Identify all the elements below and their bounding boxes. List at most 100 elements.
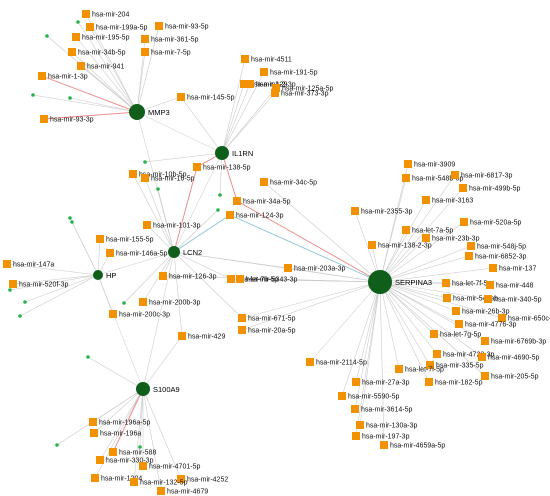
mirna-node[interactable]: hsa-mir-4723-3p (433, 350, 494, 359)
mirna-square-marker (236, 275, 244, 283)
mirna-node[interactable]: hsa-mir-138-2-3p (368, 241, 432, 250)
mirna-node[interactable]: hsa-mir-138-5p (193, 163, 251, 172)
gene-hub-il1rn[interactable]: IL1RN (215, 146, 253, 160)
mirna-node[interactable]: hsa-mir-129 (240, 80, 287, 89)
mirna-node[interactable]: hsa-mir-4679 (157, 487, 208, 496)
mirna-node[interactable]: hsa-mir-196a (90, 429, 141, 438)
gene-hub-lcn2[interactable]: LCN2 (168, 246, 202, 258)
mirna-node[interactable]: hsa-mir-361-5p (141, 35, 199, 44)
mirna-node[interactable]: hsa-mir-147a (3, 260, 54, 269)
mirna-node[interactable]: hsa-mir-10b-5p (129, 170, 187, 179)
mirna-node[interactable]: hsa-mir-132-5p (130, 478, 188, 487)
mirna-node[interactable]: hsa-mir-34b-5p (68, 48, 126, 57)
mirna-node[interactable]: hsa-mir-4690-5p (478, 353, 539, 362)
mirna-node[interactable]: hsa-mir-34a-5p (233, 197, 291, 206)
mirna-node[interactable]: hsa-mir-26b-3p (452, 307, 510, 316)
mirna-node[interactable]: hsa-mir-182-5p (425, 378, 483, 387)
mirna-node[interactable]: hsa-mir-191-5p (260, 68, 318, 77)
gene-hub-mmp3[interactable]: MMP3 (129, 104, 170, 120)
mirna-node[interactable]: hsa-mir-200b-3p (139, 298, 200, 307)
mirna-node[interactable]: hsa-mir-126-3p (159, 272, 217, 281)
interaction-edge (157, 188, 175, 253)
mirna-square-marker (193, 163, 201, 171)
mirna-node[interactable]: hsa-let-7f-5p (442, 279, 491, 288)
mirna-label: hsa-mir-191-5p (270, 70, 318, 77)
mirna-node[interactable]: hsa-mir-2355-3p (351, 207, 412, 216)
mirna-node[interactable]: hsa-let-7i-5p (395, 365, 444, 374)
mirna-node[interactable]: hsa-mir-93-5p (155, 22, 209, 31)
mirna-node[interactable]: hsa-mir-330-3p (96, 456, 154, 465)
mirna-node[interactable]: hsa-mir-340-5p (484, 295, 542, 304)
mirna-square-marker (91, 474, 99, 482)
mirna-node[interactable]: hsa-mir-6852-3p (465, 252, 526, 261)
mirna-node[interactable]: hsa-mir-7-5p (141, 48, 191, 57)
mirna-node[interactable]: hsa-mir-204 (82, 10, 129, 19)
mirna-node[interactable]: hsa-let-7g-5p (430, 330, 481, 339)
interaction-edge (287, 267, 381, 283)
mirna-node[interactable]: hsa-mir-130a-3p (356, 421, 417, 430)
mirna-node[interactable]: hsa-mir-6769b-3p (481, 337, 546, 346)
gene-hub-s100a9[interactable]: S100A9 (136, 382, 180, 396)
mirna-label: hsa-mir-4679 (167, 489, 208, 496)
gene-hub-serpina3[interactable]: SERPINA3 (368, 270, 432, 294)
mirna-node[interactable]: hsa-mir-548j-5p (467, 242, 526, 251)
mirna-node[interactable]: hsa-mir-93-3p (40, 115, 94, 124)
mirna-node[interactable]: hsa-mir-650c-3p (498, 314, 550, 323)
mirna-node[interactable]: hsa-mir-4701-5p (139, 462, 200, 471)
mirna-node[interactable]: hsa-mir-941 (77, 62, 124, 71)
mirna-node[interactable]: hsa-mir-205-5p (481, 372, 539, 381)
mirna-node[interactable]: hsa-mir-429 (178, 332, 225, 341)
mirna-node[interactable]: hsa-mir-124-3p (226, 211, 284, 220)
gene-circle-marker (129, 104, 145, 120)
mirna-node[interactable]: hsa-mir-4252 (177, 475, 228, 484)
mirna-node[interactable]: hsa-mir-5590-5p (338, 392, 399, 401)
mirna-node[interactable]: hsa-mir-196a-5p (89, 418, 150, 427)
mirna-node[interactable]: hsa-let-7b-5p (227, 275, 278, 284)
mirna-node[interactable]: hsa-mir-2114-5p (306, 358, 367, 367)
mirna-node[interactable]: hsa-mir-1-3p (38, 72, 88, 81)
mirna-square-marker (159, 272, 167, 280)
gene-hub-hp[interactable]: HP (93, 270, 116, 280)
mirna-node[interactable]: hsa-mir-199a-5p (86, 23, 147, 32)
mirna-node[interactable]: hsa-mir-335-5p (426, 361, 484, 370)
mirna-node[interactable]: hsa-mir-200c-3p (109, 310, 170, 319)
mirna-node[interactable]: hsa-mir-137 (489, 264, 536, 273)
mirna-node[interactable]: hsa-mir-520f-3p (9, 280, 69, 289)
mirna-node[interactable]: hsa-mir-548ab (443, 294, 498, 303)
mirna-node[interactable]: hsa-mir-588 (109, 448, 156, 457)
mirna-node[interactable]: hsa-mir-548b-5p (402, 174, 463, 183)
mirna-node[interactable]: hsa-mir-4659a-5p (380, 441, 445, 450)
interaction-edge (123, 251, 175, 304)
mirna-node[interactable]: hsa-mir-3614-5p (351, 405, 412, 414)
mirna-node[interactable]: hsa-mir-20a-5p (238, 326, 296, 335)
mirna-node[interactable]: hsa-mir-6817-3p (451, 171, 512, 180)
mirna-node[interactable]: hsa-mir-145-5p (177, 93, 235, 102)
mirna-node[interactable]: hsa-mir-16-5p (141, 174, 195, 183)
mirna-node[interactable]: hsa-mir-23b-3p (422, 234, 480, 243)
mirna-label: hsa-mir-126-3p (169, 274, 217, 281)
mirna-node[interactable]: hsa-mir-1204 (91, 474, 142, 483)
mirna-node[interactable]: hsa-mir-448 (486, 281, 533, 290)
mirna-node[interactable]: hsa-mir-5343-3p (236, 275, 297, 284)
interaction-edge (139, 388, 144, 448)
mirna-node[interactable]: hsa-mir-146a-5p (106, 249, 167, 258)
mirna-node[interactable]: hsa-mir-499b-5p (459, 184, 520, 193)
mirna-node[interactable]: hsa-mir-671-5p (238, 314, 296, 323)
mirna-node[interactable]: hsa-mir-197-3p (352, 432, 410, 441)
mirna-node[interactable]: hsa-mir-101-3p (143, 221, 201, 230)
mirna-node[interactable]: hsa-mir-34c-5p (260, 178, 317, 187)
mirna-node[interactable]: hsa-mir-203a-3p (284, 264, 345, 273)
mirna-node[interactable]: hsa-mir-125a-5p (272, 84, 333, 93)
mirna-node[interactable]: hsa-mir-4776-3p (455, 320, 516, 329)
mirna-square-marker (68, 48, 76, 56)
interaction-edge (173, 251, 243, 319)
mirna-node[interactable]: hsa-let-7a-5p (402, 226, 453, 235)
mirna-node[interactable]: hsa-mir-3163 (422, 196, 473, 205)
mirna-node[interactable]: hsa-mir-195-5p (72, 33, 130, 42)
mirna-node[interactable]: hsa-mir-27a-3p (352, 378, 410, 387)
mirna-node[interactable]: hsa-mir-520a-5p (460, 218, 521, 227)
mirna-node[interactable]: hsa-mir-4511 (241, 55, 292, 64)
mirna-node[interactable]: hsa-mir-373-3p (271, 89, 329, 98)
mirna-node[interactable]: hsa-mir-3909 (404, 160, 455, 169)
mirna-node[interactable]: hsa-mir-155-5p (96, 235, 154, 244)
